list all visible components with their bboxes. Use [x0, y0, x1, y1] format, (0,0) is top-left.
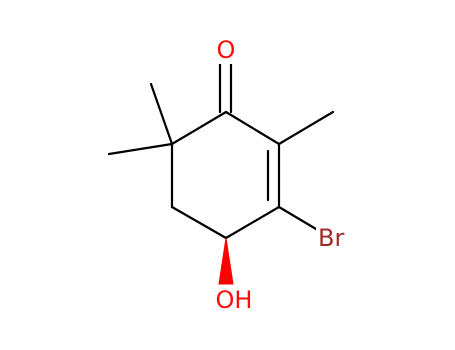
wedge-bond-c4-oh: [218, 237, 234, 285]
label-bg-oh: [213, 285, 255, 313]
atom-label-o-carbonyl: O: [217, 36, 236, 64]
bond-group: [107, 62, 335, 240]
atom-label-oh: OH: [216, 286, 253, 314]
bond-c3-c4: [224, 205, 281, 240]
bond-c6-methyl-up: [149, 82, 174, 146]
bond-c3-br: [277, 205, 318, 231]
bond-c6-c1: [170, 110, 228, 146]
bond-c2-methyl: [277, 110, 335, 146]
bond-c1-c2: [224, 110, 281, 146]
label-bg-br: [316, 224, 350, 252]
bond-c4-c5: [170, 205, 228, 240]
bond-c6-methyl-left: [107, 142, 174, 156]
atom-label-br: Br: [318, 224, 344, 252]
label-bg-o: [213, 36, 239, 64]
